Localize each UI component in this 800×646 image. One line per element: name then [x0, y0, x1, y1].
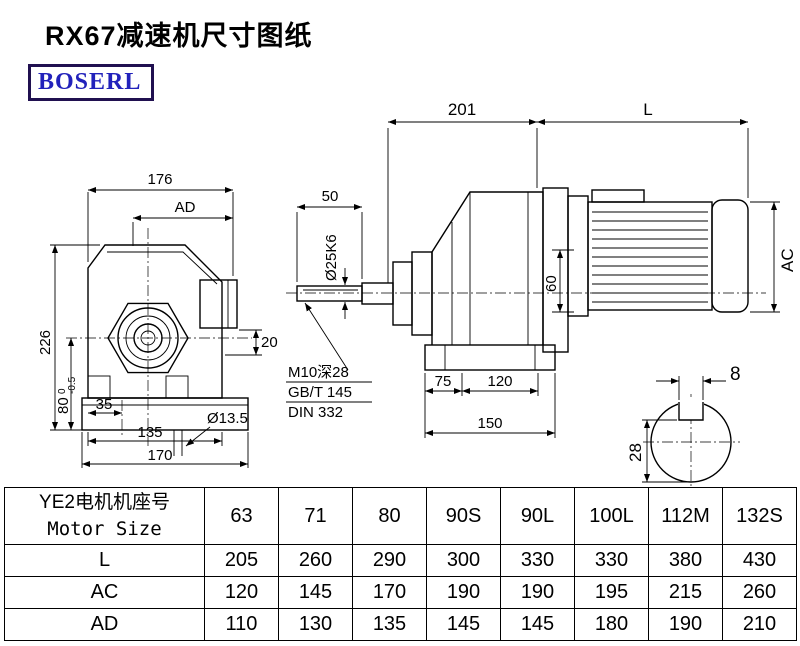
value-cell: 110: [204, 608, 279, 641]
dim-35-label: 35: [96, 396, 113, 413]
dim-80-tol-upper: 0: [57, 388, 68, 394]
frame-size-cell: 71: [278, 487, 353, 545]
frame-size-cell: 90S: [426, 487, 501, 545]
foot-section-left: [87, 375, 111, 399]
value-cell: 430: [722, 544, 797, 577]
dim-226-label: 226: [37, 330, 54, 355]
shaft-section-view: 8 28: [626, 364, 741, 487]
value-cell: 145: [278, 576, 353, 609]
value-cell: 380: [648, 544, 723, 577]
value-cell: 190: [500, 576, 575, 609]
table-row-L: L 205 260 290 300 330 330 380 430: [4, 544, 797, 577]
keyway-slot: [678, 402, 704, 421]
dim-60-label: 60: [543, 275, 560, 292]
table-row-AD: AD 110 130 135 145 145 180 190 210: [4, 608, 797, 641]
value-cell: 130: [278, 608, 353, 641]
dim-120-label: 120: [487, 373, 512, 390]
motor-flange-adapter: [542, 187, 569, 353]
value-cell: 180: [574, 608, 649, 641]
value-cell: 190: [426, 576, 501, 609]
value-cell: 210: [722, 608, 797, 641]
row-label: L: [4, 544, 205, 577]
din-standard-note: DIN 332: [288, 404, 343, 421]
header-cn: YE2电机机座号: [39, 492, 170, 513]
side-cover-box: [199, 279, 238, 329]
dim-80-tol-lower: -0.5: [67, 376, 78, 394]
motor-fins: [592, 211, 708, 303]
mounting-base: [424, 344, 556, 371]
dim-80-label: 80: [55, 397, 72, 414]
row-label: AD: [4, 608, 205, 641]
frame-size-cell: 112M: [648, 487, 723, 545]
motor-junction-box: [591, 189, 645, 203]
shaft-boss: [392, 261, 413, 326]
dim-170-label: 170: [147, 447, 172, 464]
value-cell: 190: [648, 608, 723, 641]
row-label: AC: [4, 576, 205, 609]
technical-drawing: 176 AD 226 80 0 -0.5 35 135 170: [37, 100, 797, 487]
page-title: RX67减速机尺寸图纸: [45, 21, 313, 51]
value-cell: 260: [722, 576, 797, 609]
dim-135-label: 135: [137, 424, 162, 441]
value-cell: 195: [574, 576, 649, 609]
value-cell: 290: [352, 544, 427, 577]
front-view: 176 AD 226 80 0 -0.5 35 135 170: [37, 171, 278, 468]
hole-dia-label: Ø13.5: [207, 410, 248, 427]
key-width-label: 8: [730, 364, 741, 385]
housing-outline: [87, 244, 223, 399]
frame-size-cell: 63: [204, 487, 279, 545]
frame-size-cell: 80: [352, 487, 427, 545]
value-cell: 300: [426, 544, 501, 577]
table-header-row: YE2电机机座号 Motor Size 63 71 80 90S 90L 100…: [4, 487, 797, 545]
output-shaft: [296, 285, 363, 302]
value-cell: 135: [352, 608, 427, 641]
value-cell: 330: [500, 544, 575, 577]
value-cell: 145: [500, 608, 575, 641]
dim-ad-label: AD: [175, 199, 196, 216]
dim-20-label: 20: [261, 334, 278, 351]
frame-size-cell: 90L: [500, 487, 575, 545]
motor-size-header: YE2电机机座号 Motor Size: [4, 487, 205, 545]
boserl-logo-text: BOSERL: [38, 69, 142, 95]
dim-75-label: 75: [435, 373, 452, 390]
gear-housing: [431, 191, 544, 345]
dim-150-label: 150: [477, 415, 502, 432]
shaft-dia-label: Ø25K6: [323, 234, 340, 281]
dim-50-label: 50: [322, 188, 339, 205]
boserl-logo: BOSERL: [28, 64, 154, 101]
table-row-AC: AC 120 145 170 190 190 195 215 260: [4, 576, 797, 609]
key-depth-label: 28: [626, 443, 645, 462]
value-cell: 145: [426, 608, 501, 641]
side-view: 201 L 50 Ø25K6 60 AC M10深28 GB/T 145 DIN…: [286, 100, 797, 438]
thread-note: M10深28: [288, 364, 349, 381]
dim-201-label: 201: [448, 100, 476, 119]
value-cell: 205: [204, 544, 279, 577]
frame-size-cell: 132S: [722, 487, 797, 545]
value-cell: 170: [352, 576, 427, 609]
value-cell: 260: [278, 544, 353, 577]
dim-176-label: 176: [147, 171, 172, 188]
value-cell: 215: [648, 576, 723, 609]
fan-cover: [711, 199, 749, 313]
dimension-table: YE2电机机座号 Motor Size 63 71 80 90S 90L 100…: [4, 487, 797, 641]
motor-body: [587, 201, 713, 311]
gb-standard-note: GB/T 145: [288, 384, 352, 401]
value-cell: 330: [574, 544, 649, 577]
foot-section-right: [165, 375, 189, 399]
base-plate: [81, 397, 249, 431]
value-cell: 120: [204, 576, 279, 609]
motor-bell: [567, 195, 589, 317]
frame-size-cell: 100L: [574, 487, 649, 545]
header-en: Motor Size: [47, 518, 162, 540]
dim-ac-label: AC: [778, 248, 797, 272]
dim-l-label: L: [643, 100, 652, 119]
